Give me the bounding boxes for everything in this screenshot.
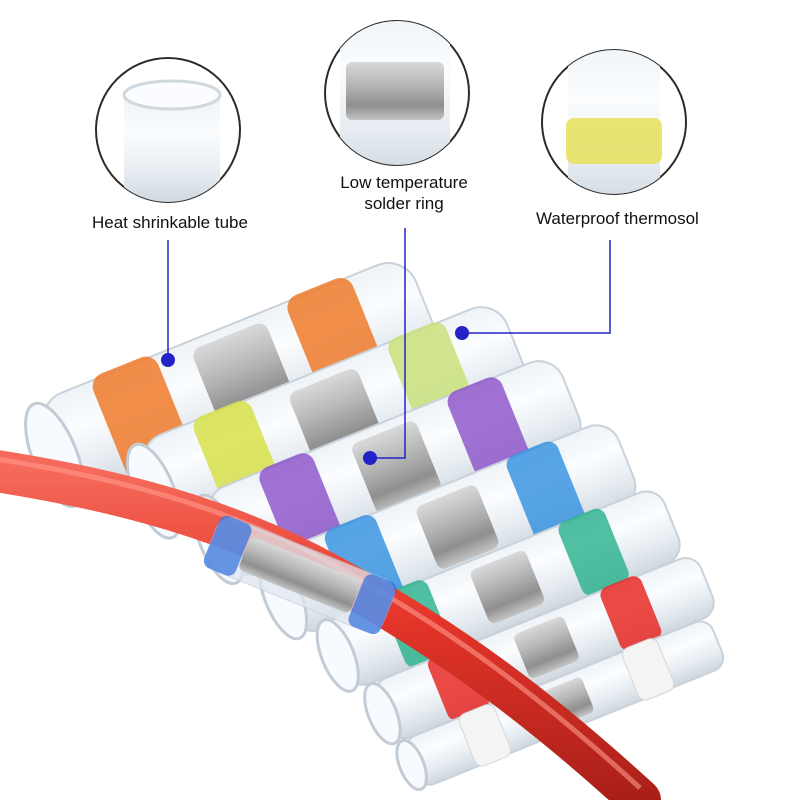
red-wire: [0, 450, 661, 800]
pointer-lines: [167, 228, 611, 459]
thermosol-label: Waterproof thermosol: [536, 209, 699, 228]
solder-ring-label-line1: Low temperature: [340, 173, 468, 192]
heat-tube-label: Heat shrinkable tube: [92, 213, 248, 232]
solder-ring-label-line2: solder ring: [364, 194, 444, 213]
solder-ring-label: Low temperature solder ring: [328, 172, 480, 214]
pointer-dot-thermosol: [455, 326, 469, 340]
solder-ring-closeup: [324, 20, 470, 166]
heat-tube-closeup: [95, 57, 241, 203]
thermosol-closeup: [541, 49, 687, 195]
pointer-dot-solder-ring: [363, 451, 377, 465]
pointer-dot-heat-tube: [161, 353, 175, 367]
